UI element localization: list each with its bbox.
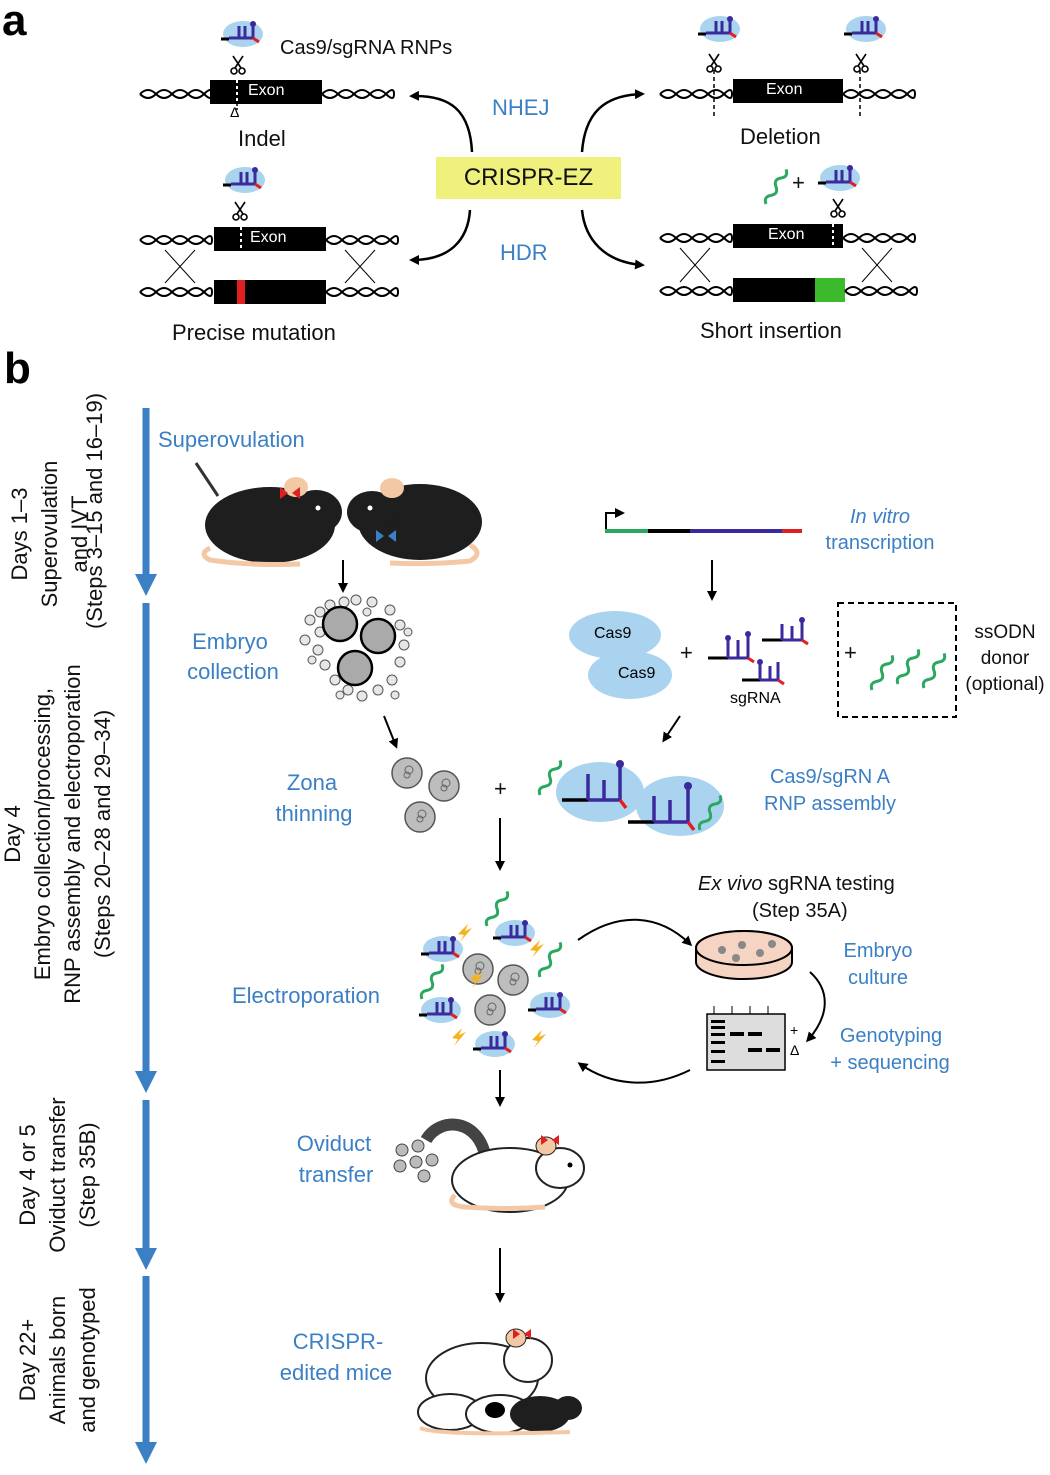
sgrna-label: sgRNA bbox=[730, 690, 781, 707]
outcome-insertion: Short insertion bbox=[700, 318, 842, 343]
oviduct-transfer-mouse bbox=[393, 1118, 585, 1213]
indel-delta: Δ bbox=[230, 104, 240, 120]
nhej-label: NHEJ bbox=[492, 95, 550, 120]
ssodn-2: donor bbox=[980, 648, 1030, 669]
panel-b-label: b bbox=[4, 344, 31, 393]
outcome-deletion: Deletion bbox=[740, 124, 821, 149]
plus-zona-rnp: + bbox=[494, 776, 507, 801]
sgrna-molecules bbox=[708, 617, 809, 686]
step-ivt-1: In vitro bbox=[849, 506, 911, 528]
exvivo-testing: Ex vivo sgRNA testing bbox=[698, 873, 895, 895]
step-ivt-2: transcription bbox=[825, 532, 935, 554]
short-insertion-dna bbox=[659, 224, 918, 302]
exon-label-insertion: Exon bbox=[768, 226, 805, 243]
cas9-label-1: Cas9 bbox=[594, 625, 632, 642]
electroporation-mix bbox=[417, 888, 572, 1059]
gel-delta: Δ bbox=[790, 1042, 800, 1058]
step-embryo-culture-2: culture bbox=[847, 967, 909, 989]
step-rnp-assembly-2: RNP assembly bbox=[764, 793, 896, 815]
superovulation-mice bbox=[194, 462, 482, 567]
arrow-to-insertion bbox=[580, 209, 645, 270]
rnp-label: Cas9/sgRNA RNPs bbox=[280, 37, 453, 59]
step-edited-2: edited mice bbox=[279, 1360, 393, 1385]
deletion-dna bbox=[659, 70, 916, 118]
indel-dna bbox=[139, 80, 395, 112]
cas9-label-2: Cas9 bbox=[618, 665, 656, 682]
panel-a-label: a bbox=[2, 0, 27, 45]
gel-plus: + bbox=[790, 1022, 799, 1038]
ssodn-3: (optional) bbox=[965, 674, 1045, 695]
arrow-to-deletion bbox=[580, 89, 645, 153]
outcome-precise: Precise mutation bbox=[172, 320, 336, 345]
ssodn-1: ssODN bbox=[974, 622, 1036, 643]
exon-label-precise: Exon bbox=[250, 229, 287, 246]
timeline-label-2: Day 4 Embryo collection/processing, RNP … bbox=[0, 664, 115, 1004]
step-electroporation: Electroporation bbox=[232, 983, 380, 1008]
genotyping-gel-icon bbox=[706, 1006, 786, 1071]
step-edited-1: CRISPR- bbox=[292, 1329, 384, 1354]
ivt-template bbox=[605, 508, 802, 533]
plus-ssodn: + bbox=[844, 640, 857, 665]
embryo-cumulus-cluster bbox=[299, 594, 413, 702]
cas9-blob-1 bbox=[569, 611, 661, 659]
step-oviduct-1: Oviduct bbox=[296, 1131, 372, 1156]
step-genotyping-2: + sequencing bbox=[830, 1052, 950, 1074]
insertion-plus: + bbox=[792, 170, 805, 195]
edited-mice-group bbox=[417, 1328, 582, 1436]
outcome-indel: Indel bbox=[238, 126, 286, 151]
step-embryo-collection-1: Embryo bbox=[192, 629, 268, 654]
arrow-to-precise bbox=[409, 209, 472, 265]
precise-mutation-dna bbox=[139, 227, 399, 304]
ssodn-optional-box bbox=[837, 602, 957, 718]
step-rnp-assembly-1: Cas9/sgRN A bbox=[769, 766, 891, 788]
step-genotyping-1: Genotyping bbox=[839, 1025, 943, 1047]
hdr-label: HDR bbox=[500, 240, 548, 265]
step-embryo-culture-1: Embryo bbox=[843, 940, 913, 962]
petri-dish-icon bbox=[695, 930, 793, 980]
exon-label-indel: Exon bbox=[248, 82, 285, 99]
timeline-label-4: Day 22+ Animals born and genotyped bbox=[15, 1287, 100, 1433]
crispr-ez-box: CRISPR-EZ bbox=[436, 157, 621, 199]
step-zona-2: thinning bbox=[275, 801, 353, 826]
exon-label-deletion: Exon bbox=[766, 81, 803, 98]
step-zona-1: Zona bbox=[286, 770, 338, 795]
step-oviduct-2: transfer bbox=[298, 1162, 374, 1187]
plus-cas9-sgrna: + bbox=[680, 640, 693, 665]
cas9-blob-2 bbox=[588, 651, 672, 699]
step-embryo-collection-2: collection bbox=[187, 659, 279, 684]
step-superovulation: Superovulation bbox=[158, 427, 305, 452]
arrow-to-indel bbox=[409, 90, 474, 153]
exvivo-step: (Step 35A) bbox=[752, 900, 848, 922]
